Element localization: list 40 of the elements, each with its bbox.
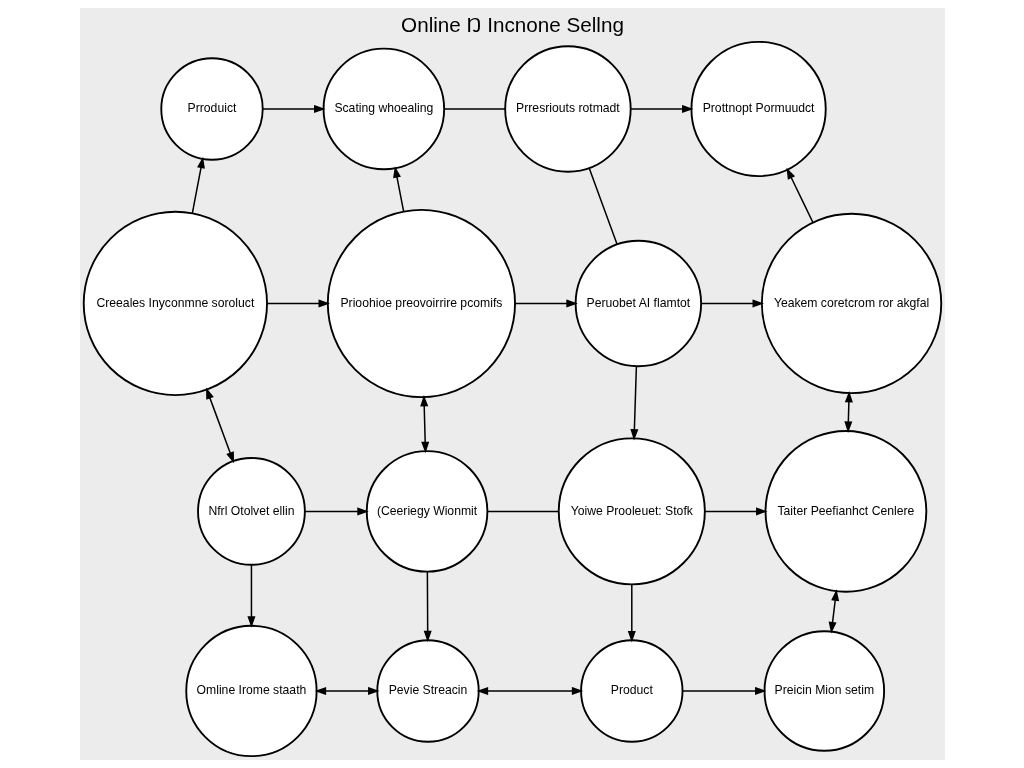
arrow — [629, 104, 693, 113]
node-circle: Product — [579, 639, 683, 743]
arrow — [786, 167, 814, 224]
node-circle: (Ceeriegy Wionmit — [365, 450, 488, 573]
arrow — [191, 156, 205, 214]
arrow — [681, 686, 766, 695]
arrow — [629, 365, 638, 441]
connector — [486, 510, 559, 513]
arrow — [703, 507, 768, 516]
connector — [588, 167, 618, 245]
arrow — [828, 589, 839, 634]
arrow — [627, 583, 636, 643]
node-circle: Scating whoealing — [322, 47, 445, 171]
node-circle: Prresriouts rotmadt — [503, 45, 632, 173]
arrow — [261, 104, 325, 113]
arrow — [843, 391, 853, 433]
arrow — [265, 299, 330, 308]
arrow — [392, 166, 404, 213]
diagram-title: Online Ŋ Incnone Sellng — [400, 13, 624, 37]
node-circle: Omline Irome staath — [184, 624, 318, 758]
node-circle: Creeales Inyconmne soroluct — [82, 210, 268, 397]
node-circle: Taiter Peefianhct Cenlere — [764, 430, 927, 593]
node-circle: Prroduict — [159, 57, 264, 161]
arrow — [205, 387, 234, 464]
arrow — [423, 571, 432, 643]
arrow — [513, 299, 578, 308]
arrow — [476, 686, 583, 695]
arrow — [246, 563, 255, 628]
arrow — [303, 507, 369, 516]
arrow — [700, 299, 764, 308]
arrow — [314, 686, 379, 695]
node-circle: Pevie Streacin — [375, 639, 480, 743]
connector — [443, 108, 506, 110]
arrow — [419, 394, 429, 454]
node-circle: Yoiwe Prooleuet: Stofk — [557, 437, 706, 586]
node-circle: Preicin Mion setim — [763, 630, 885, 752]
node-circle: Nfrl Otolvet ellin — [196, 457, 306, 566]
node-circle: Peruobet AI flamtot — [574, 239, 702, 368]
node-circle: Yeakem coretcrom ror akgfal — [760, 212, 942, 395]
node-circle: Prioohioe preovoirrire pcomifs — [326, 208, 516, 398]
